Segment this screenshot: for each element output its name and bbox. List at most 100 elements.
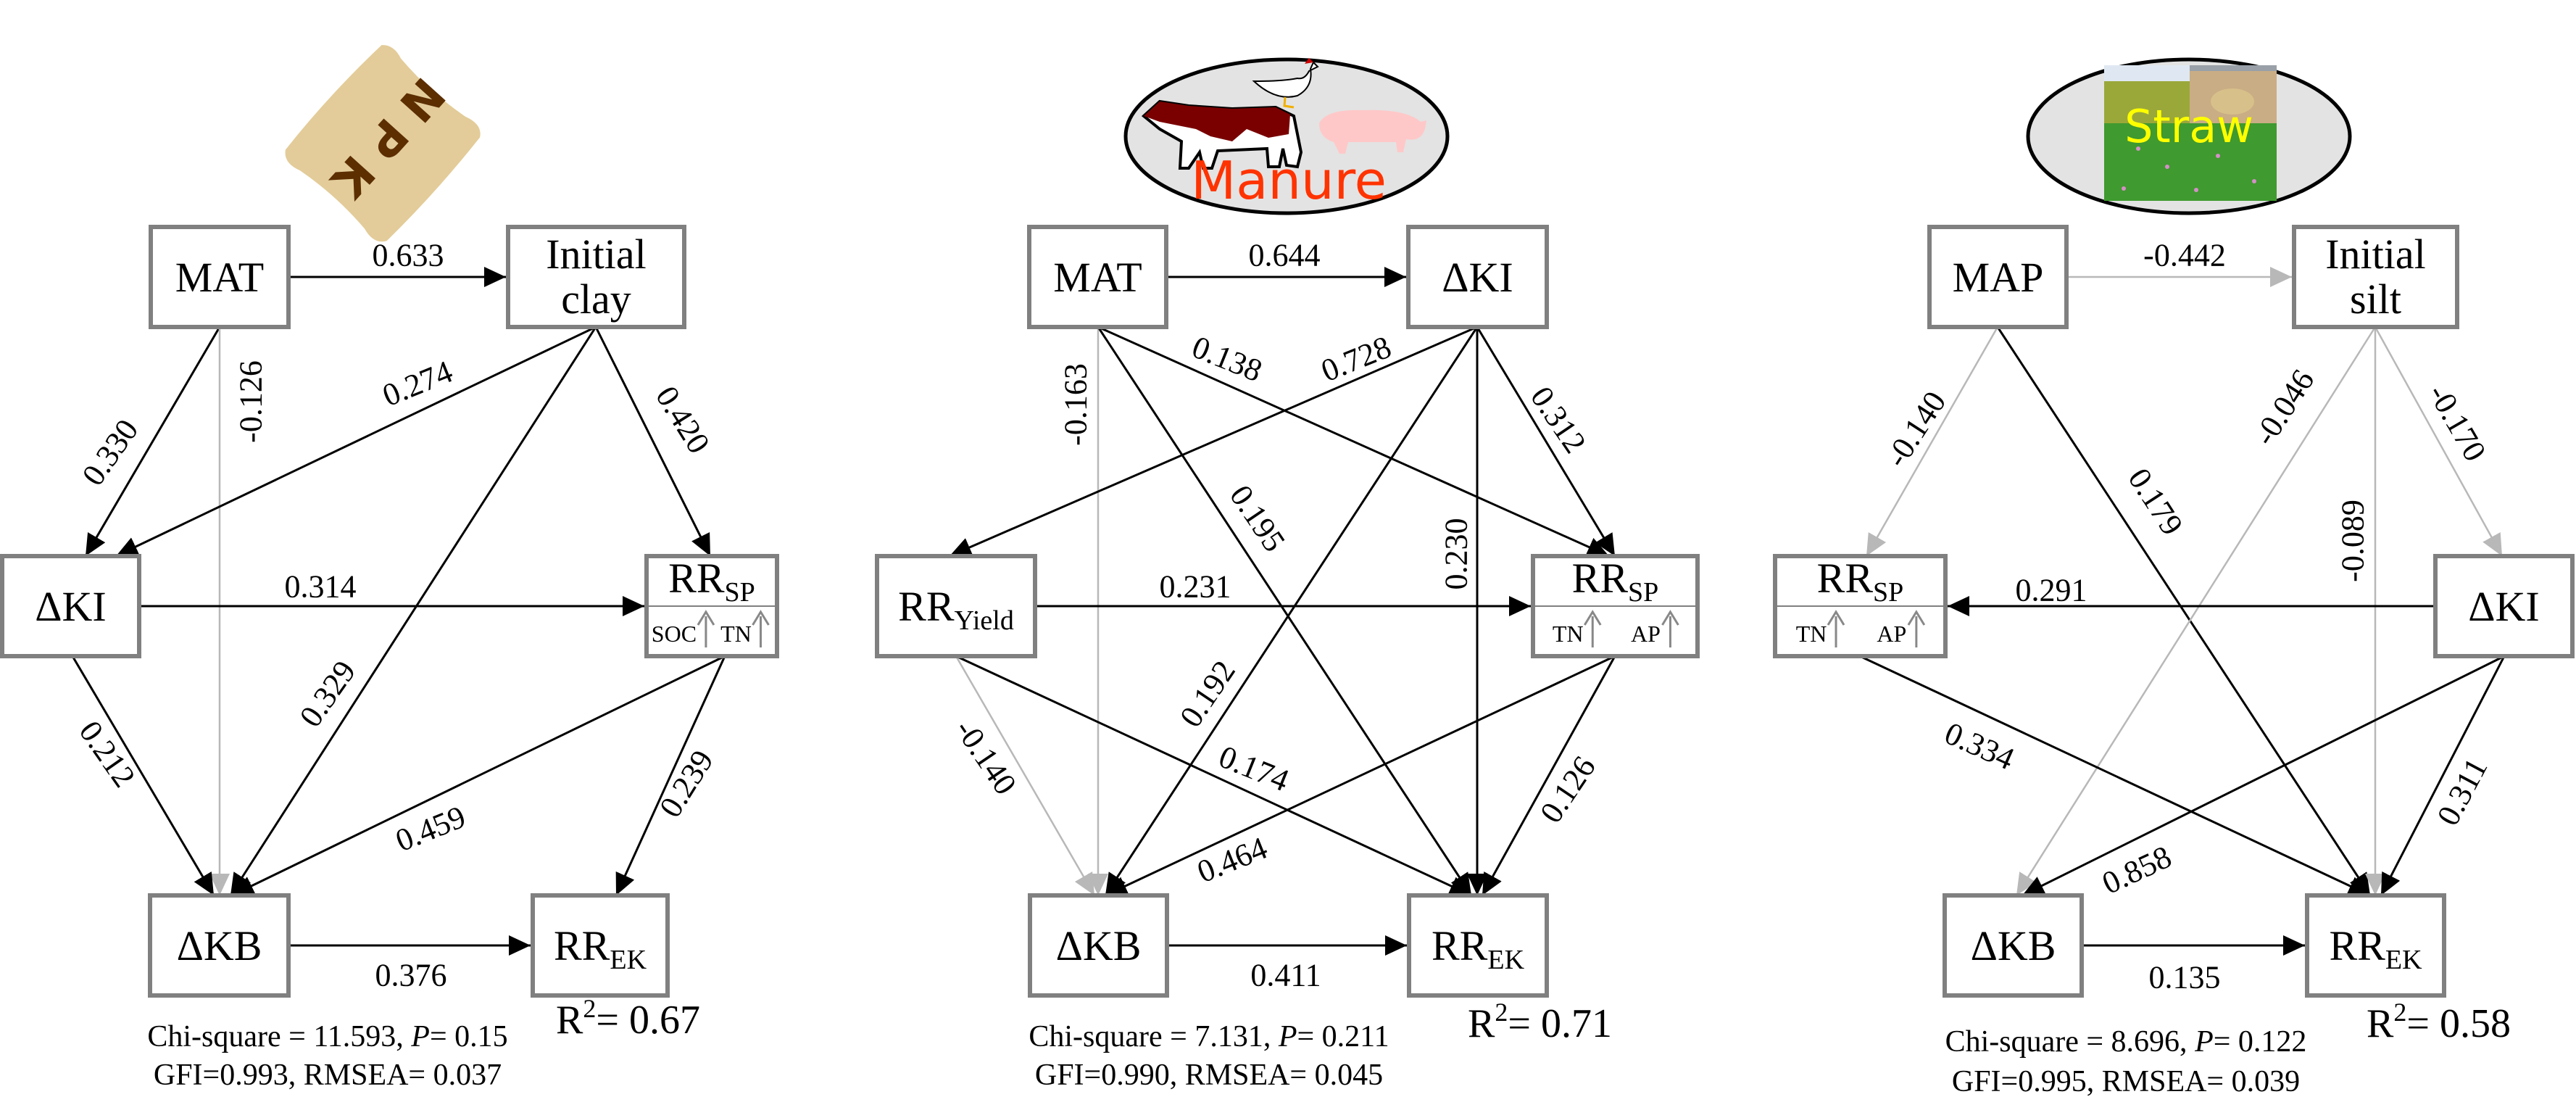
node-label: ΔKB	[177, 922, 262, 969]
node-label: RREK	[554, 922, 647, 975]
node-yield: RRYield	[875, 554, 1037, 658]
increase-arrow-icon	[752, 610, 770, 647]
path-coefficient-label: 0.459	[391, 799, 470, 859]
manure-path-diagram: 0.644-0.1630.1380.1950.7280.1920.2300.31…	[875, 225, 1700, 1092]
indicator-label: TN	[720, 621, 752, 647]
path-silt-to-KI: -0.170	[2374, 326, 2504, 557]
path-arrow	[229, 326, 597, 896]
path-arrow	[1097, 326, 1610, 558]
path-MAT-to-clay: 0.633	[291, 238, 506, 287]
node-kb: ΔKB	[1028, 893, 1169, 998]
path-silt-to-EK: -0.089	[2335, 327, 2385, 895]
path-KI-to-KB: 0.192	[1104, 326, 1479, 896]
node-label-main: MAT	[1053, 254, 1142, 301]
path-coefficient-label: 0.195	[1223, 479, 1292, 558]
node-ek: RREK	[2305, 893, 2446, 998]
r-squared-superscript: 2	[583, 994, 596, 1023]
node-box	[148, 893, 291, 998]
path-arrow	[1859, 655, 2371, 897]
path-coefficient-label: 0.644	[1249, 238, 1321, 273]
node-kb: ΔKB	[1943, 893, 2084, 998]
node-box	[1943, 893, 2084, 998]
path-coefficient-label: -0.163	[1058, 363, 1094, 446]
node-box	[506, 225, 686, 329]
model-fit-chi-square: Chi-square = 11.593, P= 0.15	[147, 1020, 507, 1053]
path-Yield-to-SP: 0.231	[1037, 569, 1531, 616]
p-value: = 0.122	[2214, 1025, 2307, 1059]
path-coefficient-label: 0.274	[378, 354, 457, 414]
straw-logo-text: Straw	[2124, 100, 2253, 153]
r-squared-value: = 0.58	[2406, 1001, 2511, 1046]
node-map: MAP	[1927, 225, 2069, 329]
path-KI-to-SP: 0.312	[1476, 326, 1616, 557]
pig-icon	[1319, 109, 1426, 154]
node-box	[2292, 225, 2459, 329]
node-box	[2305, 893, 2446, 998]
r-squared-symbol: R	[2367, 1001, 2394, 1046]
node-box	[531, 893, 670, 998]
node-box	[1407, 893, 1549, 998]
path-SP-to-KB: 0.464	[1105, 655, 1616, 897]
node-box	[2433, 554, 2575, 658]
node-box	[1406, 225, 1549, 329]
node-label-main: RR	[1432, 922, 1488, 969]
node-ki: ΔKI	[1406, 225, 1549, 329]
p-value: = 0.211	[1297, 1020, 1389, 1053]
node-label-main: ΔKI	[2468, 583, 2540, 630]
path-coefficient-label: 0.376	[375, 958, 447, 993]
node-label-subscript: SP	[725, 577, 755, 608]
r-squared-superscript: 2	[1495, 998, 1508, 1027]
node-box	[1028, 893, 1169, 998]
node-ki: ΔKI	[0, 554, 141, 658]
path-arrow	[1097, 326, 1473, 896]
path-MAP-to-SP: -0.140	[1865, 326, 1999, 557]
path-coefficient-label: 0.464	[1192, 830, 1272, 890]
node-label: MAT	[1053, 254, 1142, 301]
model-fit-chi-square: Chi-square = 7.131, P= 0.211	[1029, 1020, 1389, 1053]
path-clay-to-KB: 0.329	[229, 326, 597, 896]
manure-logo-text: Manure	[1191, 150, 1387, 211]
straw-field-photo	[2104, 65, 2277, 201]
p-value: = 0.15	[430, 1020, 508, 1053]
r-squared-label: R2= 0.58	[2367, 998, 2511, 1046]
increase-arrow-icon	[1827, 610, 1845, 647]
r-squared-value: = 0.67	[596, 998, 700, 1043]
indicator-label: AP	[1877, 621, 1906, 647]
node-label: ΔKI	[1442, 254, 1513, 301]
path-coefficient-label: 0.330	[75, 413, 146, 492]
node-label-subscript: SP	[1873, 577, 1903, 608]
increase-arrow-icon	[1661, 610, 1679, 647]
path-arrow	[2015, 326, 2377, 896]
node-label-main: MAT	[175, 254, 264, 301]
path-MAP-to-EK: 0.179	[1996, 326, 2372, 896]
increase-arrow-icon	[1583, 610, 1602, 647]
p-label: P	[1278, 1020, 1297, 1053]
node-label-line2: silt	[2350, 276, 2401, 323]
r-squared-value: = 0.71	[1508, 1001, 1612, 1046]
r-squared-symbol: R	[1468, 1001, 1495, 1046]
r-squared-label: R2= 0.67	[556, 994, 700, 1043]
model-fit-gfi-rmsea: GFI=0.995, RMSEA= 0.039	[1952, 1065, 2300, 1098]
r-squared-superscript: 2	[2393, 998, 2406, 1027]
node-mat: MAT	[149, 225, 291, 329]
path-coefficient-label: 0.230	[1439, 518, 1474, 590]
path-SP-to-EK: 0.126	[1481, 655, 1616, 896]
path-arrow	[1481, 655, 1616, 896]
node-label-main: MAP	[1953, 254, 2044, 301]
path-arrow	[955, 655, 1096, 896]
node-label: RRYield	[898, 583, 1014, 636]
straw-logo: Straw	[2026, 57, 2352, 215]
path-KB-to-EK: 0.376	[291, 935, 531, 993]
npk-fertilizer-bag-logo: NPK	[285, 45, 481, 242]
path-coefficient-label: -0.126	[233, 360, 269, 443]
path-coefficient-label: -0.140	[1879, 385, 1953, 473]
node-label-main: ΔKB	[1056, 922, 1142, 969]
node-label: ΔKB	[1971, 922, 2056, 969]
path-coefficient-label: 0.138	[1187, 329, 1267, 389]
chi-square-text: Chi-square = 11.593,	[147, 1020, 411, 1053]
